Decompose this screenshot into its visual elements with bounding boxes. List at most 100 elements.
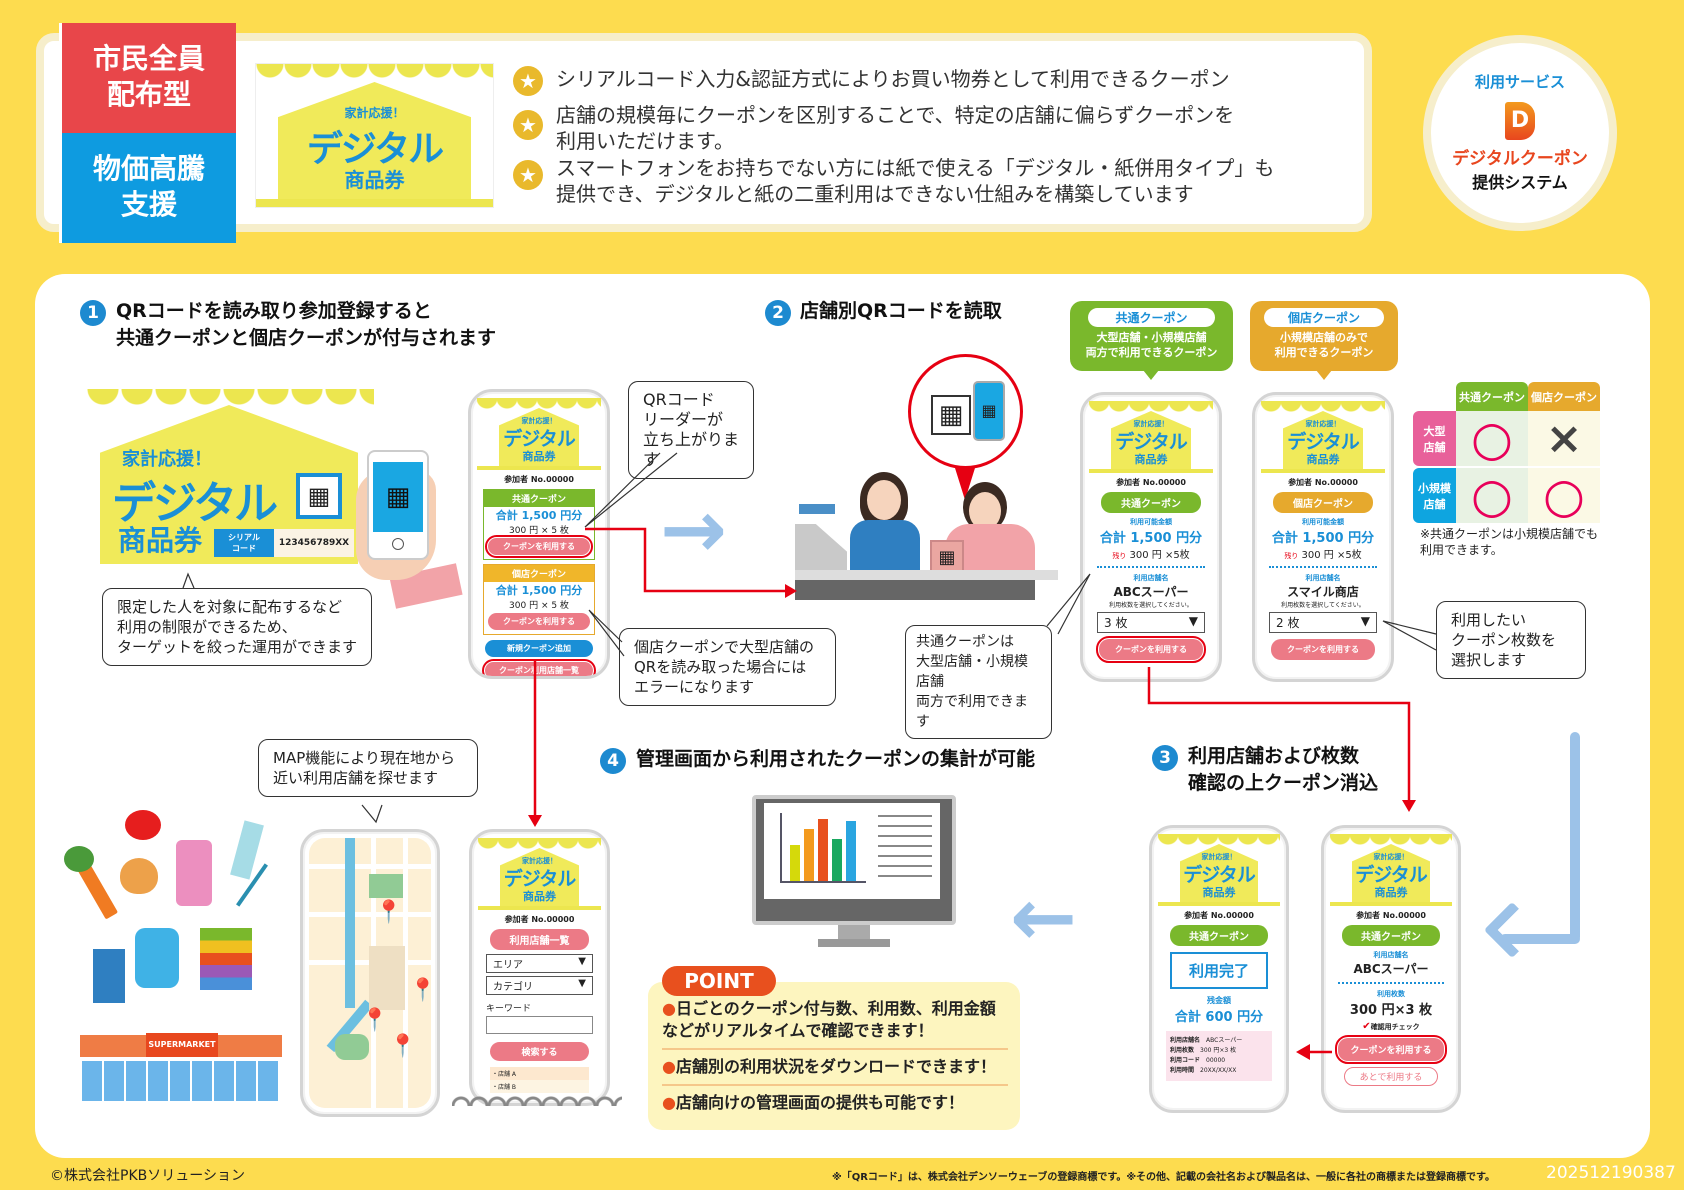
point-item: ●店舗向けの管理画面の提供も可能です！ (662, 1093, 964, 1112)
store-label: 利用店舗名 (1373, 951, 1409, 959)
park (335, 1034, 369, 1060)
count-select[interactable]: 3 枚▼ (1097, 612, 1205, 633)
digital-voucher-banner: 家計応援！ デジタル 商品券 ▦ シリアル コード 123456789XX (86, 389, 374, 564)
shop-total: 合計 1,500 円分 (495, 584, 583, 597)
bubble-title: 個店クーポン (1264, 308, 1384, 327)
select-label: 利用枚数を選択してください。 (1109, 602, 1193, 609)
callout-shop-error: 個店クーポンで大型店舗の QRを読み取った場合には エラーになります (619, 628, 836, 706)
remain-label: 残り (1112, 552, 1127, 560)
smartphone-icon: ▦ (367, 450, 429, 560)
result-item[interactable]: ・店舗 B (490, 1080, 589, 1093)
digital-coupon-logo: D (1505, 102, 1535, 140)
coupon-store-list-button[interactable]: クーポン利用店舗一覧 (482, 659, 596, 676)
water-bottles-icon (135, 928, 179, 988)
use-coupon-button[interactable]: クーポンを利用する (1096, 636, 1206, 663)
point-box: ●日ごとのクーポン付与数、利用数、利用金額 などがリアルタイムで確認できます！ … (648, 982, 1020, 1130)
admin-monitor-icon (752, 795, 956, 961)
search-button[interactable]: 検索する (490, 1042, 589, 1061)
shop-count: 300 円 × 5 枚 (509, 601, 569, 611)
step-number: 1 (80, 300, 106, 326)
bubble-pointer (1316, 370, 1332, 380)
store-label: 利用店舗名 (1133, 574, 1169, 582)
star-icon: ★ (513, 110, 543, 140)
star-icon: ★ (513, 66, 543, 96)
store-name: スマイル商店 (1287, 585, 1359, 599)
arrow-down-left-icon (1570, 732, 1580, 942)
map-pin-icon[interactable]: 📍 (409, 978, 431, 1003)
map-view[interactable]: 📍 📍 📍 📍 (309, 838, 431, 1108)
map-pin-icon[interactable]: 📍 (375, 900, 403, 925)
broccoli-icon (64, 846, 94, 872)
arrow-left-icon: ← (1010, 871, 1078, 964)
participant-number: 参加者 No.00000 (504, 915, 575, 924)
category-select[interactable]: カテゴリ▼ (486, 976, 593, 995)
service-label: 利用サービス (1474, 73, 1565, 91)
matrix-cell-ok: ○ (1528, 468, 1600, 523)
banner-subtitle: 商品券 (344, 168, 405, 192)
keyword-input[interactable] (486, 1016, 593, 1034)
chevron-down-icon: ▼ (578, 978, 586, 989)
participant-number: 参加者 No.00000 (504, 475, 574, 484)
banner-tagline: 家計応援！ (344, 106, 405, 120)
callout-qr-reader: QRコード リーダーが 立ち上がります (628, 381, 754, 479)
phone-map: 📍 📍 📍 📍 (300, 829, 440, 1117)
balance-label: 残金額 (1207, 996, 1231, 1005)
confirm-checkbox[interactable]: ✔確認用チェック (1362, 1021, 1420, 1032)
point-item: ●日ごとのクーポン付与数、利用数、利用金額 などがリアルタイムで確認できます！ (662, 992, 1008, 1050)
supermarket-icon: SUPERMARKET (80, 1033, 282, 1103)
area-select[interactable]: エリア▼ (486, 954, 593, 973)
current-location-pin-icon: 📍 (361, 1008, 389, 1033)
feature-3: スマートフォンをお持ちでない方には紙で使える「デジタル・紙併用タイプ」も 提供で… (556, 156, 1275, 206)
available-label: 利用可能金額 (1130, 518, 1172, 526)
matrix-row-header: 小規模 店舗 (1413, 468, 1456, 523)
use-common-coupon-button[interactable]: クーポンを利用する (485, 535, 593, 558)
serial-code-value: 123456789XX (274, 529, 354, 557)
participant-number: 参加者 No.00000 (1356, 911, 1426, 920)
matrix-row-header: 大型 店舗 (1413, 411, 1456, 466)
point-item: ●店舗別の利用状況をダウンロードできます！ (662, 1050, 1008, 1086)
chevron-down-icon: ▼ (1360, 614, 1370, 628)
feature-2: 店舗の規模毎にクーポンを区別することで、特定の店舗に偏らずクーポンを 利用いただ… (556, 103, 1235, 153)
bubble-desc: 大型店舗・小規模店舗 両方で利用できるクーポン (1085, 331, 1218, 359)
use-coupon-button[interactable]: クーポンを利用する (1271, 639, 1375, 660)
phone-coupon-home: 家計応援！デジタル商品券 参加者 No.00000 共通クーポン 合計 1,50… (468, 389, 610, 679)
onion-icon (120, 858, 158, 894)
red-arrowhead (785, 584, 797, 598)
add-coupon-button[interactable]: 新規クーポン追加 (485, 640, 593, 657)
banner-title: デジタル (306, 129, 444, 170)
total-amount: 合計 1,500 円分 (1099, 531, 1203, 546)
milk-carton-icon (93, 935, 125, 1003)
service-badge: 利用サービス D デジタルクーポン 提供システム (1423, 35, 1617, 231)
supermarket-sign: SUPERMARKET (146, 1033, 218, 1057)
banner-title: デジタル (112, 478, 278, 529)
select-label: 利用枚数を選択してください。 (1281, 602, 1365, 609)
wavy-cut-edge (452, 1092, 622, 1106)
result-item[interactable]: ・店舗 A (490, 1067, 589, 1080)
use-count: 300 円×3 枚 (1349, 1003, 1433, 1018)
map-pin-icon[interactable]: 📍 (389, 1034, 417, 1059)
red-arrowhead (1402, 800, 1416, 812)
use-shop-coupon-button[interactable]: クーポンを利用する (488, 613, 590, 630)
conditioner-icon (176, 840, 212, 906)
count-select[interactable]: 2 枚▼ (1269, 612, 1377, 633)
keyword-label: キーワード (486, 1004, 532, 1014)
point-badge: POINT (662, 966, 776, 996)
bar-chart-icon (780, 813, 866, 883)
phone-common-coupon: 家計応援！デジタル商品券 参加者 No.00000 共通クーポン 利用可能金額 … (1080, 392, 1222, 682)
matrix-col-header: 個店クーポン (1528, 382, 1600, 411)
use-coupon-button[interactable]: クーポンを利用する (1335, 1035, 1447, 1064)
use-later-button[interactable]: あとで利用する (1344, 1067, 1438, 1086)
callout-select-count: 利用したい クーポン枚数を 選択します (1436, 601, 1586, 679)
common-coupon-header: 共通クーポン (484, 490, 594, 507)
store-list-header: 利用店舗一覧 (490, 929, 589, 950)
chevron-down-icon: ▼ (1188, 614, 1198, 628)
coupon-type-pill: 共通クーポン (1170, 925, 1268, 946)
red-connector (1147, 667, 1411, 800)
red-arrowhead (528, 815, 542, 827)
store-label: 利用店舗名 (1305, 574, 1341, 582)
service-name: デジタルクーポン (1452, 149, 1588, 169)
tissue-box-icon (200, 928, 252, 990)
